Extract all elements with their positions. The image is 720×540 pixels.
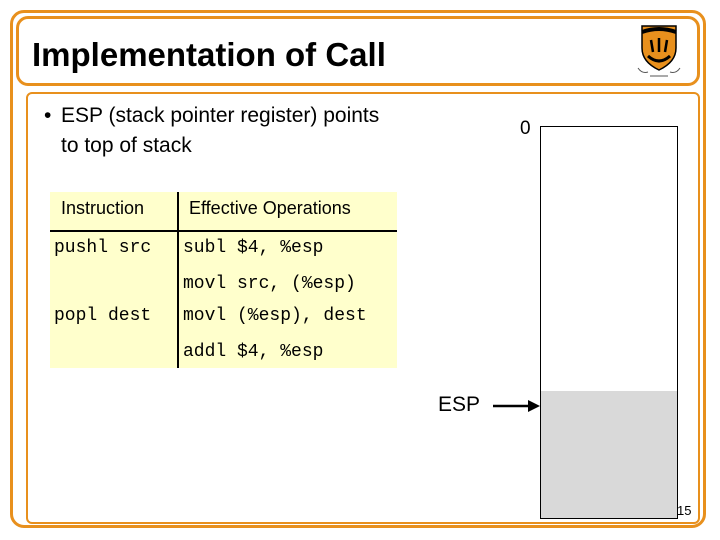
- stack-memory: [540, 126, 678, 519]
- page-number: 15: [677, 503, 692, 518]
- table-cell-operation: movl (%esp), dest: [183, 306, 367, 326]
- bullet-text: ESP (stack pointer register) points to t…: [61, 104, 380, 157]
- stack-top-address: 0: [520, 118, 531, 139]
- content-box: [26, 92, 700, 524]
- table-cell-operation: subl $4, %esp: [183, 238, 324, 258]
- table-column-divider: [177, 192, 179, 368]
- table-header-divider: [50, 230, 397, 232]
- stack-used-region: [541, 390, 677, 518]
- table-header-instruction: Instruction: [61, 198, 145, 218]
- title-box: [16, 16, 700, 86]
- table-header-operations: Effective Operations: [189, 198, 351, 218]
- table-cell-instruction: popl dest: [54, 306, 152, 326]
- table-cell-operation: movl src, (%esp): [183, 274, 356, 294]
- esp-label: ESP: [438, 393, 481, 416]
- table-cell-instruction: pushl src: [54, 238, 152, 258]
- esp-arrow-icon: [493, 400, 540, 412]
- table-cell-operation: addl $4, %esp: [183, 342, 324, 362]
- operations-table: Instruction Effective Operations pushl s…: [50, 192, 397, 368]
- princeton-shield-icon: [637, 25, 681, 77]
- slide-frame: [10, 10, 706, 528]
- slide-title: Implementation of Call: [32, 36, 386, 73]
- bullet-dot: •: [44, 104, 52, 127]
